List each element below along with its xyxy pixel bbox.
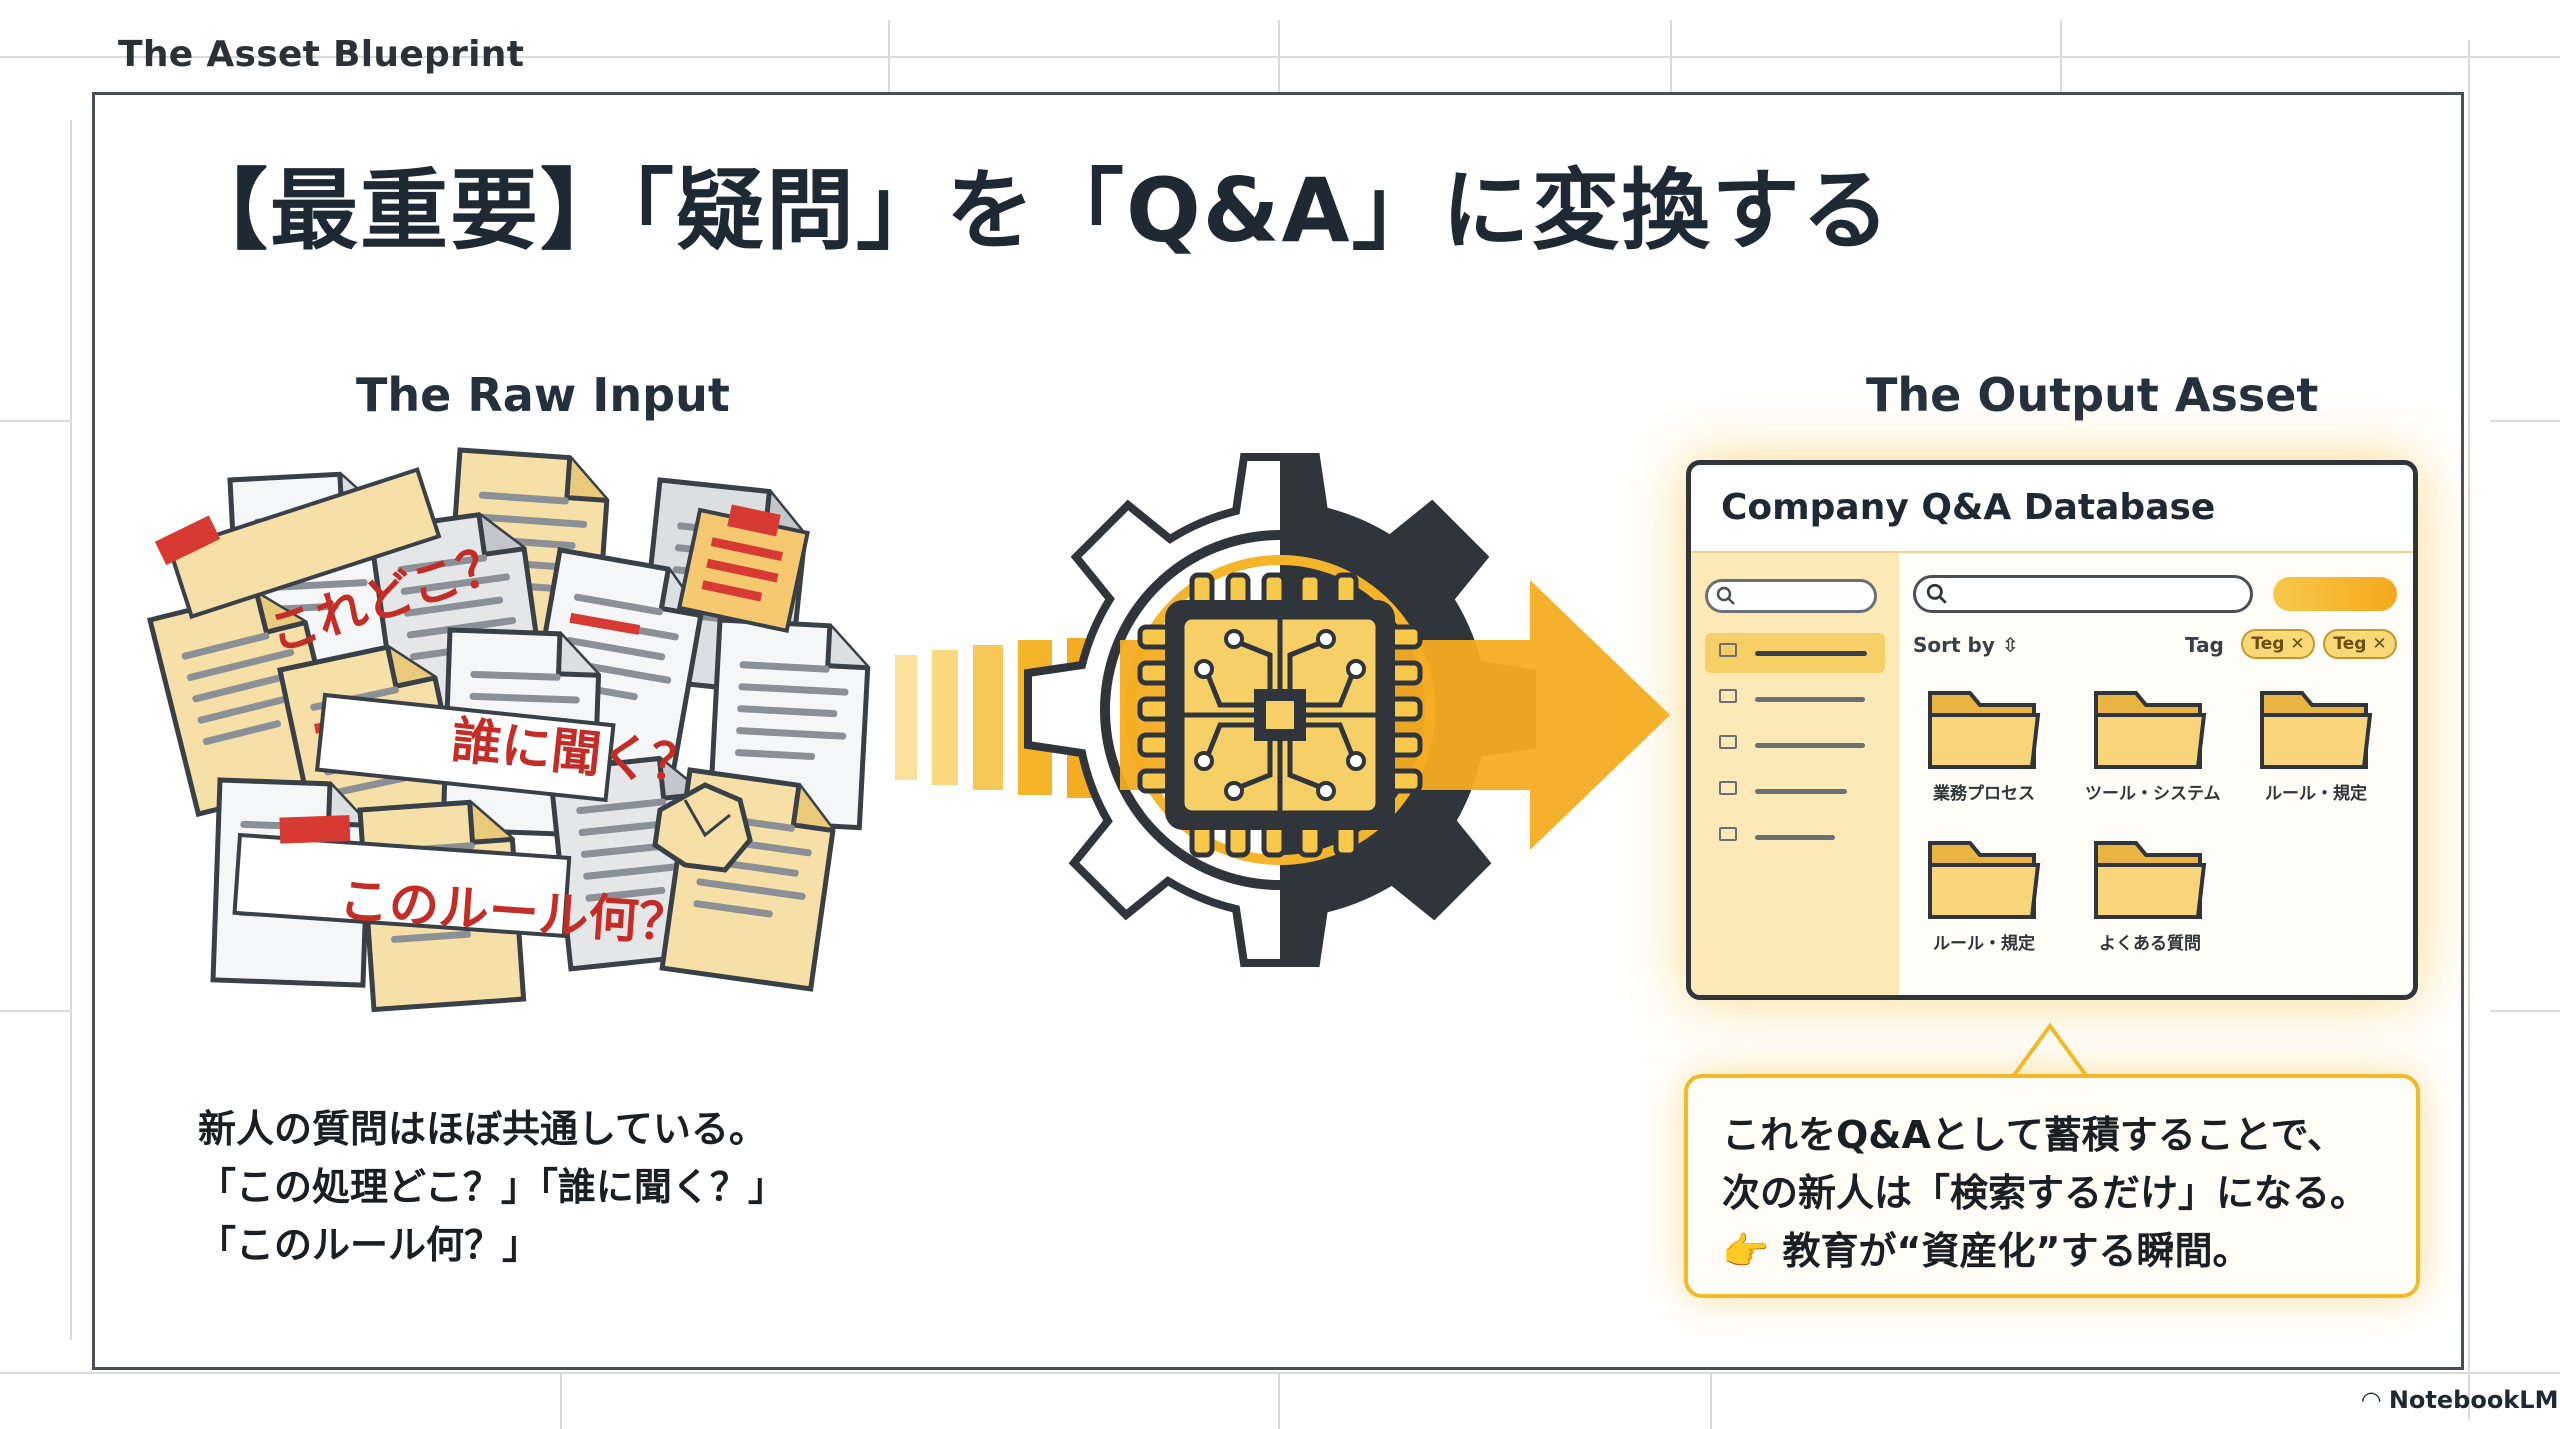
crumpled-paper-icon <box>652 782 753 873</box>
output-asset-label: The Output Asset <box>1866 368 2319 422</box>
folder-label: 業務プロセス <box>1933 784 2035 804</box>
callout-box: これをQ&Aとして蓄積することで、 次の新人は「検索するだけ」になる。 👉 教育… <box>1684 1074 2420 1298</box>
sidebar-item[interactable] <box>1705 679 1885 719</box>
document-icon <box>1719 643 1737 657</box>
tag-label: Tag <box>2185 633 2224 657</box>
sidebar-item-line <box>1755 697 1865 702</box>
description-line: 「このルール何？」 <box>198 1223 541 1267</box>
sticky-note <box>676 504 810 634</box>
grid-line <box>1278 1372 1280 1429</box>
folder-icon <box>1719 689 1737 703</box>
folder-label: ルール・規定 <box>2265 784 2367 804</box>
sidebar-item[interactable] <box>1705 771 1885 811</box>
tag-chip[interactable]: Teg ✕ <box>2241 629 2315 659</box>
left-description: 新人の質問はほぼ共通している。 「この処理どこ？」「誰に聞く？」 「このルール何… <box>198 1100 786 1274</box>
folder-item[interactable]: 業務プロセス <box>1919 683 2049 804</box>
sort-by-control[interactable]: Sort by ⇳ <box>1913 633 2019 657</box>
folder-icon <box>1928 691 2041 769</box>
grid-line <box>0 420 70 422</box>
sidebar-item-line <box>1755 789 1847 794</box>
footer-label: NotebookLM <box>2388 1386 2559 1414</box>
folder-label: よくある質問 <box>2099 934 2201 954</box>
sticky-note <box>232 815 572 938</box>
sidebar-item-line <box>1755 651 1867 656</box>
folder-label: ツール・システム <box>2085 784 2221 804</box>
database-sidebar <box>1691 551 1899 995</box>
sidebar-item[interactable] <box>1705 817 1885 857</box>
gear-processor-illustration <box>895 453 1670 967</box>
folder-icon <box>2260 691 2373 769</box>
database-title: Company Q&A Database <box>1721 487 2216 528</box>
sticky-note <box>154 467 442 620</box>
folder-label: ルール・規定 <box>1933 934 2035 954</box>
grid-line <box>2060 20 2062 100</box>
qa-database-window: Company Q&A Database Sort by <box>1686 460 2418 1000</box>
grid-line <box>2468 40 2470 1420</box>
grid-line <box>2490 420 2560 422</box>
grid-line <box>0 1010 70 1012</box>
brand-label: The Asset Blueprint <box>118 34 525 75</box>
callout-line: これをQ&Aとして蓄積することで、 <box>1722 1113 2346 1157</box>
database-main-panel: Sort by ⇳ Tag Teg ✕ Teg ✕ 業務プロセス ツール・システ… <box>1899 551 2413 995</box>
folder-icon <box>1719 827 1737 841</box>
document-pile-illustration <box>146 447 871 1013</box>
grid-line <box>1670 20 1672 100</box>
sticky-note <box>314 692 616 803</box>
sidebar-item-line <box>1755 835 1835 840</box>
grid-line <box>70 120 72 1340</box>
sidebar-item-active[interactable] <box>1705 633 1885 673</box>
grid-line <box>2490 1010 2560 1012</box>
folder-icon <box>2094 691 2207 769</box>
chip-icon <box>1137 572 1423 858</box>
folder-item[interactable]: ルール・規定 <box>1919 833 2049 954</box>
grid-line <box>1710 1372 1712 1429</box>
folder-item[interactable]: よくある質問 <box>2085 833 2215 954</box>
folder-icon <box>1719 735 1737 749</box>
folder-icon <box>2094 841 2207 919</box>
search-icon <box>1926 583 1947 604</box>
folder-icon <box>1719 781 1737 795</box>
folder-icon <box>1928 841 2041 919</box>
sidebar-item-line <box>1755 743 1865 748</box>
description-line: 「この処理どこ？」「誰に聞く？」 <box>198 1165 786 1209</box>
search-button[interactable] <box>2273 577 2397 611</box>
notebooklm-logo: ◠ NotebookLM <box>2362 1386 2558 1414</box>
grid-line <box>888 20 890 100</box>
raw-input-label: The Raw Input <box>356 368 730 422</box>
callout-line: 👉 教育が“資産化”する瞬間。 <box>1722 1229 2251 1273</box>
grid-line <box>560 1372 562 1429</box>
folder-item[interactable]: ルール・規定 <box>2251 683 2381 804</box>
notebooklm-icon: ◠ <box>2362 1386 2381 1414</box>
grid-line <box>0 56 2560 58</box>
search-icon <box>1716 586 1735 605</box>
callout-pointer <box>2010 1022 2090 1078</box>
sidebar-search-input[interactable] <box>1705 579 1877 613</box>
slide-title: 【最重要】「疑問」を「Q&A」に変換する <box>180 159 1892 262</box>
folder-item[interactable]: ツール・システム <box>2085 683 2221 804</box>
grid-line <box>0 1372 2560 1374</box>
sidebar-item[interactable] <box>1705 725 1885 765</box>
grid-line <box>1278 20 1280 100</box>
database-search-input[interactable] <box>1913 575 2253 613</box>
callout-line: 次の新人は「検索するだけ」になる。 <box>1722 1171 2369 1215</box>
tag-chip[interactable]: Teg ✕ <box>2323 629 2397 659</box>
description-line: 新人の質問はほぼ共通している。 <box>198 1107 767 1151</box>
